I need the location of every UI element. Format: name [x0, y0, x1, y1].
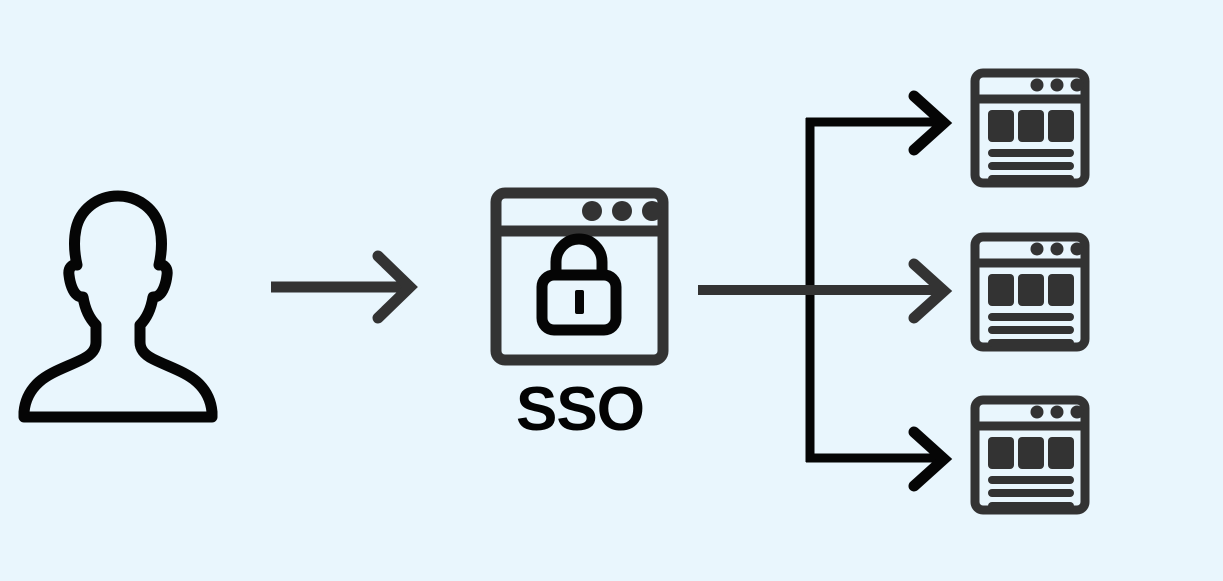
- window-dot-icon: [1030, 405, 1044, 419]
- app-content-block: [1048, 110, 1074, 142]
- arrow-head: [908, 258, 953, 324]
- arrow-sso-to-app-3: [806, 426, 953, 492]
- app-content-block: [1018, 110, 1044, 142]
- arrow-head: [908, 426, 953, 492]
- window-dot-icon: [612, 201, 632, 221]
- sso-label: SSO: [516, 375, 645, 444]
- app-text-line: [988, 326, 1074, 334]
- app-text-line: [988, 175, 1074, 183]
- window-dot-icon: [1030, 242, 1044, 256]
- sso-window-frame: [490, 187, 669, 366]
- window-dot-icon: [1070, 242, 1084, 256]
- arrow-user-to-sso: [271, 250, 418, 324]
- app-text-line: [988, 489, 1074, 497]
- application-window-2[interactable]: [970, 232, 1090, 352]
- app-content-block: [988, 110, 1014, 142]
- lock-keyhole: [575, 290, 584, 314]
- lock-icon: [536, 233, 622, 336]
- app-content-block: [988, 437, 1014, 469]
- window-dot-icon: [1030, 78, 1044, 92]
- app-text-line: [988, 339, 1074, 347]
- user-avatar: [18, 190, 218, 423]
- app-content-block: [988, 274, 1014, 306]
- window-dot-icon: [1070, 78, 1084, 92]
- app-text-line: [988, 476, 1074, 484]
- app-content-block: [1018, 274, 1044, 306]
- arrow-sso-to-app-1: [806, 90, 953, 156]
- window-dot-icon: [1050, 405, 1064, 419]
- application-window-1[interactable]: [970, 68, 1090, 188]
- arrow-head: [908, 90, 953, 156]
- app-text-line: [988, 149, 1074, 157]
- app-text-line: [988, 162, 1074, 170]
- app-text-line: [988, 502, 1074, 510]
- app-content-block: [1048, 274, 1074, 306]
- window-dot-icon: [1070, 405, 1084, 419]
- arrow-head: [372, 250, 418, 324]
- window-dot-icon: [1050, 78, 1064, 92]
- app-content-block: [1018, 437, 1044, 469]
- lock-body: [536, 269, 622, 336]
- window-dot-icon: [582, 201, 602, 221]
- sso-portal[interactable]: [490, 187, 669, 366]
- app-content-block: [1048, 437, 1074, 469]
- window-dot-icon: [642, 201, 662, 221]
- arrow-sso-to-app-2: [698, 258, 953, 324]
- window-dot-icon: [1050, 242, 1064, 256]
- person-silhouette-icon: [18, 190, 218, 423]
- application-window-3[interactable]: [970, 395, 1090, 515]
- lock-shackle: [550, 233, 608, 276]
- app-text-line: [988, 313, 1074, 321]
